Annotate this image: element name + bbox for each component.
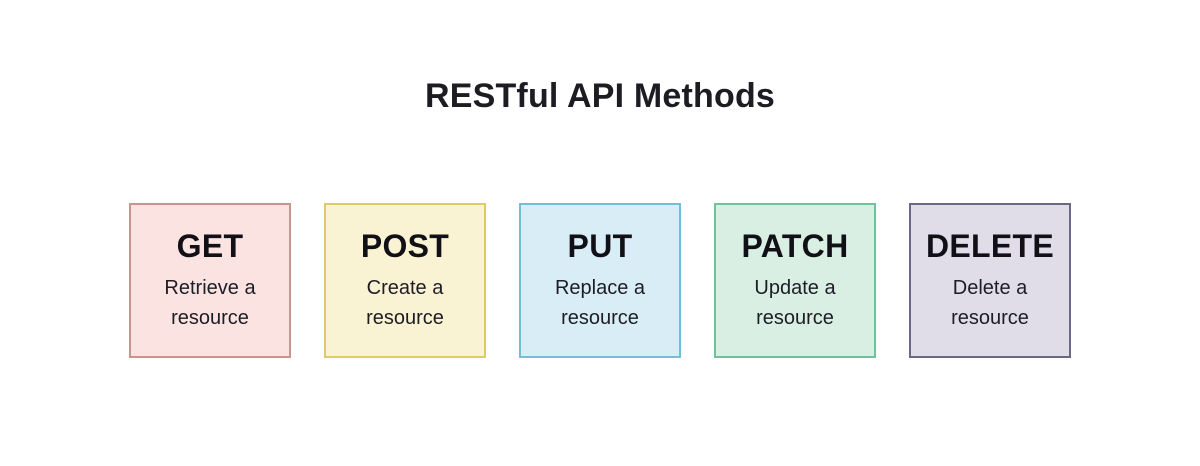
method-name: POST <box>360 228 450 264</box>
method-description: Create a resource <box>366 277 444 329</box>
method-description: Replace a resource <box>554 277 646 329</box>
method-description: Update a resource <box>754 277 836 329</box>
method-card-delete: DELETE Delete a resource <box>909 203 1071 358</box>
page-title: RESTful API Methods <box>424 77 776 115</box>
method-name: PATCH <box>741 228 849 264</box>
method-card-post: POST Create a resource <box>324 203 486 358</box>
method-description: Delete a resource <box>951 277 1029 329</box>
method-card-get: GET Retrieve a resource <box>129 203 291 358</box>
method-card-patch: PATCH Update a resource <box>714 203 876 358</box>
method-description: Retrieve a resource <box>164 277 256 329</box>
method-name: PUT <box>567 228 633 264</box>
method-name: DELETE <box>925 228 1055 264</box>
method-name: GET <box>176 228 244 264</box>
method-card-put: PUT Replace a resource <box>519 203 681 358</box>
method-cards-row: GET Retrieve a resource POST Create a re… <box>0 203 1200 358</box>
